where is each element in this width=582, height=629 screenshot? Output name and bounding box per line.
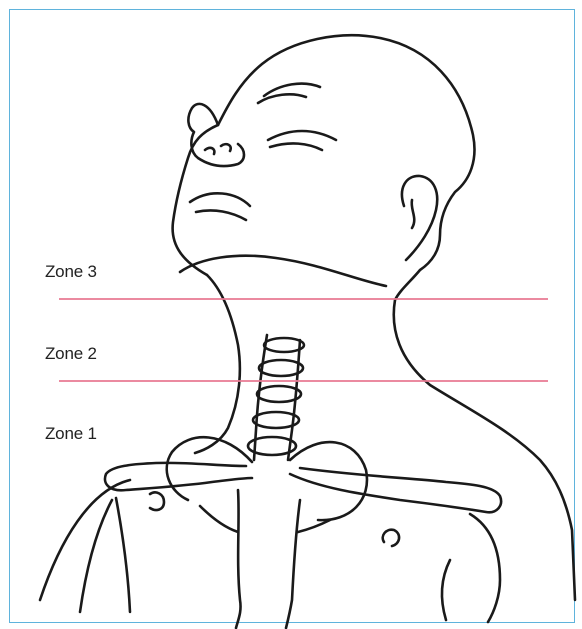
zone-2-label: Zone 2 (45, 344, 97, 364)
zone-1-label: Zone 1 (45, 424, 97, 444)
zone-3-label: Zone 3 (45, 262, 97, 282)
